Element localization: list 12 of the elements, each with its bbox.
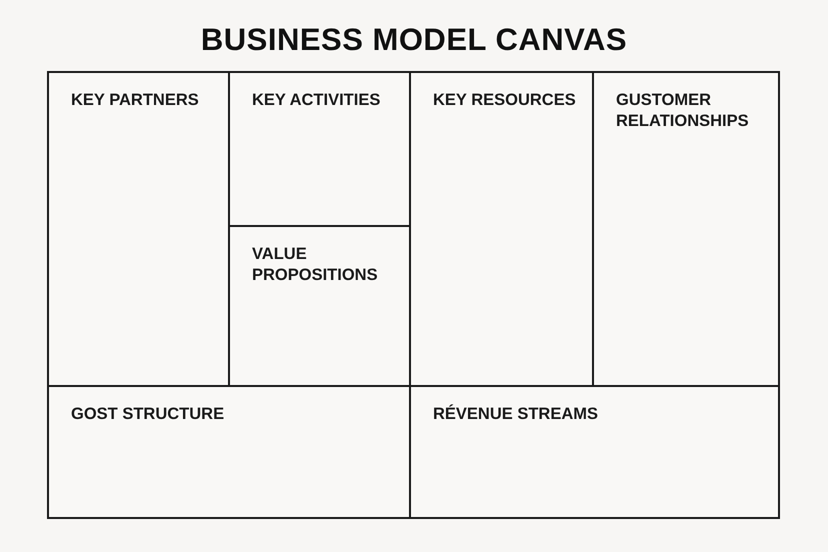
section-heading: RÉVENUE STREAMS — [433, 404, 600, 425]
canvas-section — [592, 71, 780, 388]
section-heading: GUSTOMER RELATIONSHIPS — [616, 90, 750, 132]
canvas-section — [47, 71, 230, 388]
section-heading: KEY PARTNERS — [71, 90, 200, 111]
canvas-section — [47, 385, 411, 519]
section-heading: VALUE PROPOSITIONS — [252, 244, 379, 286]
canvas-section — [409, 385, 780, 519]
section-heading: KEY RESOURCES — [433, 90, 577, 111]
section-heading: GOST STRUCTURE — [71, 404, 226, 425]
section-heading: KEY ACTIVITIES — [252, 90, 382, 111]
canvas-title: BUSINESS MODEL CANVAS — [200, 22, 628, 58]
